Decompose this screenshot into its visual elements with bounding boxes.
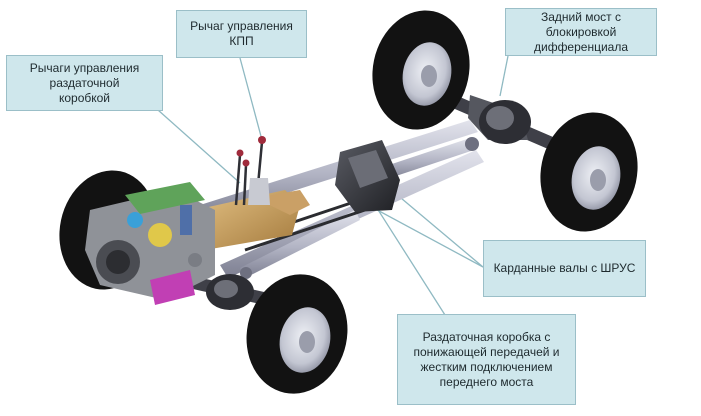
leader-rear-axle: [499, 55, 509, 97]
frame: [200, 120, 484, 278]
transfer-lever-2: [242, 164, 248, 206]
gear-levers: [234, 136, 270, 206]
leader-driveshaft-2: [367, 204, 484, 268]
leader-driveshaft-1: [394, 192, 484, 268]
leader-lines: [157, 55, 509, 316]
callout-transfer-case: Раздаточная коробка с понижающей передач…: [397, 314, 576, 405]
wheel-rear-left: [372, 10, 470, 130]
engine: [85, 182, 215, 305]
callout-transfer-levers-text: Рычаги управления раздаточной коробкой: [29, 60, 140, 105]
kpp-lever: [256, 141, 264, 186]
callout-rear-axle-text: Задний мост с блокировкой дифференциала: [533, 9, 629, 54]
wheel-front-right: [246, 274, 348, 394]
callout-driveshafts-text: Карданные валы с ШРУС: [493, 261, 636, 275]
callout-kpp-lever: Рычаг управления КПП: [176, 10, 307, 58]
wheel-rear-right: [540, 112, 638, 232]
leader-transfer-case: [374, 204, 446, 316]
callout-driveshafts: Карданные валы с ШРУС: [483, 240, 646, 297]
callout-transfer-levers: Рычаги управления раздаточной коробкой: [6, 55, 163, 111]
callout-kpp-lever-text: Рычаг управления КПП: [190, 19, 293, 48]
callout-transfer-case-text: Раздаточная коробка с понижающей передач…: [413, 329, 560, 389]
driveshaft-front: [240, 210, 360, 279]
driveshaft-rear: [380, 137, 479, 180]
leader-kpp: [239, 57, 263, 141]
transfer-case: [335, 140, 400, 212]
transfer-lever-1: [234, 154, 242, 206]
callout-rear-axle: Задний мост с блокировкой дифференциала: [505, 8, 657, 56]
leader-transfer-levers: [157, 109, 241, 184]
